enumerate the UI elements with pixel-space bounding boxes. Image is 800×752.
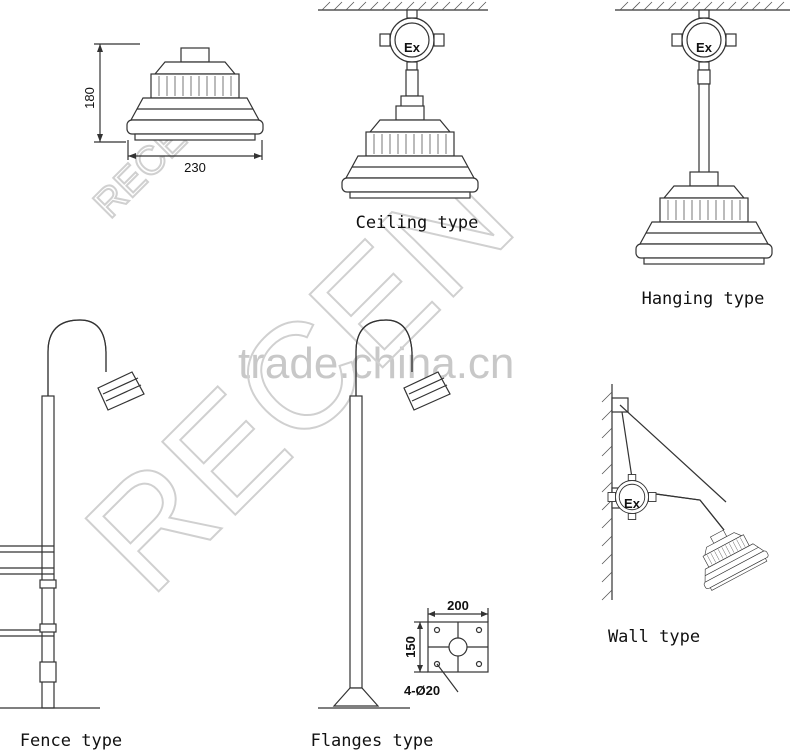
hanging-junction-box-mark: Ex bbox=[696, 40, 713, 55]
flange-plate-detail: 200 150 4-Ø20 bbox=[403, 598, 489, 698]
dimension-height-label: 180 bbox=[82, 87, 97, 109]
flange-width-label: 200 bbox=[447, 598, 469, 613]
wall-type-diagram: Ex Wall type bbox=[601, 384, 771, 647]
dimension-width-label: 230 bbox=[184, 160, 206, 175]
fence-type-label: Fence type bbox=[20, 731, 122, 751]
hanging-type-label: Hanging type bbox=[642, 289, 765, 309]
wall-junction-box-mark: Ex bbox=[624, 496, 641, 511]
flange-holes-label: 4-Ø20 bbox=[404, 683, 440, 698]
watermark-site: trade.china.cn bbox=[238, 339, 514, 388]
wall-type-label: Wall type bbox=[608, 627, 700, 647]
ceiling-type-label: Ceiling type bbox=[356, 213, 479, 233]
ceiling-junction-box-mark: Ex bbox=[404, 40, 421, 55]
flanges-type-label: Flanges type bbox=[311, 731, 434, 751]
dimensioned-lamp: 180 230 bbox=[82, 43, 264, 175]
flanges-type-diagram: Flanges type bbox=[311, 319, 451, 751]
flange-height-label: 150 bbox=[403, 636, 418, 658]
ceiling-type-diagram: Ex Ceiling type bbox=[318, 1, 488, 233]
hanging-type-diagram: Ex Hanging type bbox=[615, 1, 790, 309]
fence-type-diagram: Fence type bbox=[0, 319, 145, 751]
